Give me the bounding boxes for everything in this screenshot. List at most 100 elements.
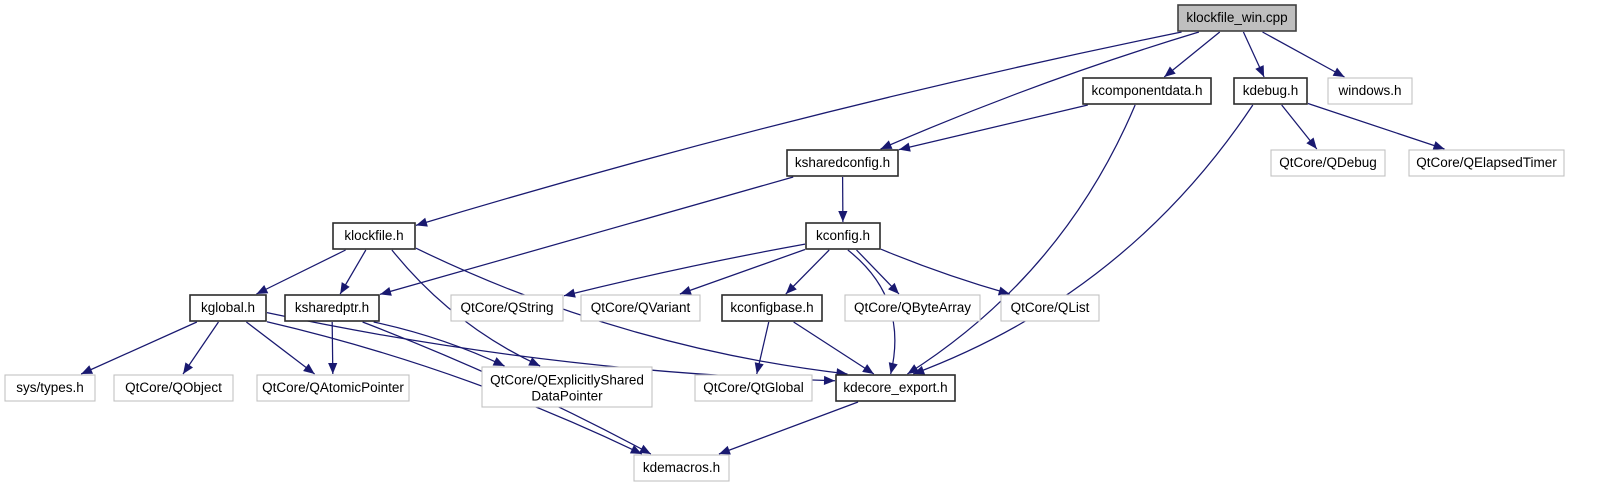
graph-node-qtcore_qesdp[interactable]: QtCore/QExplicitlySharedDataPointerQtCor… [481,366,653,408]
node-label: klockfile_win.cpp [1186,10,1287,25]
graph-node-ksharedconfig_h[interactable]: ksharedconfig.hksharedconfig.h [786,149,899,177]
node-label: QtCore/QObject [125,380,222,395]
node-box[interactable] [1408,149,1565,177]
edge-klockfile_win_cpp-to-kcomponentdata_h [1163,31,1221,78]
node-box[interactable] [1000,294,1100,322]
edge-kconfigbase_h-to-qtcore_qtglobal [754,321,770,375]
node-label: QtCore/QElapsedTimer [1416,155,1557,170]
edge-kconfig_h-to-kconfigbase_h [785,249,830,295]
node-box[interactable] [786,149,899,177]
node-label: DataPointer [531,389,603,404]
node-label: sys/types.h [16,380,84,395]
node-label: kconfig.h [816,228,870,243]
edge-kdecore_export_h-to-kdemacros_h [718,401,859,455]
edge-kconfig_h-to-qtcore_qbytearray [856,249,900,295]
node-label: QtCore/QDebug [1279,155,1377,170]
edge-klockfile_win_cpp-to-windows_h [1262,31,1345,78]
node-label: ksharedconfig.h [795,155,890,170]
edge-kconfig_h-to-qtcore_qvariant [679,248,806,295]
node-box[interactable] [1082,77,1212,105]
graph-node-qtcore_qlist[interactable]: QtCore/QListQtCore/QList [1000,294,1100,322]
node-box[interactable] [332,222,416,250]
edge-kglobal_h-to-qtcore_qobject [182,321,219,375]
edges-layer [80,31,1445,455]
node-box[interactable] [835,374,956,402]
graph-node-sys_types_h[interactable]: sys/types.hsys/types.h [4,374,96,402]
graph-node-kcomponentdata_h[interactable]: kcomponentdata.hkcomponentdata.h [1082,77,1212,105]
edge-kcomponentdata_h-to-ksharedconfig_h [898,104,1088,152]
node-box[interactable] [1270,149,1386,177]
edge-kconfigbase_h-to-kdecore_export_h [793,321,875,375]
edge-kcomponentdata_h-to-kdecore_export_h [907,104,1136,375]
edge-ksharedptr_h-to-qtcore_qatomic [328,321,338,375]
node-label: windows.h [1337,83,1401,98]
node-label: kglobal.h [201,300,255,315]
graph-node-qtcore_qtglobal[interactable]: QtCore/QtGlobalQtCore/QtGlobal [694,374,813,402]
node-label: kcomponentdata.h [1091,83,1202,98]
node-label: QtCore/QtGlobal [703,380,804,395]
node-box[interactable] [844,294,981,322]
edge-klockfile_h-to-ksharedptr_h [339,249,367,295]
node-label: QtCore/QString [460,300,553,315]
edge-ksharedconfig_h-to-kconfig_h [838,176,848,223]
node-box[interactable] [256,374,410,402]
node-box[interactable] [284,294,380,322]
node-box[interactable] [4,374,96,402]
edge-kdebug_h-to-kdecore_export_h [912,104,1254,375]
node-box[interactable] [450,294,564,322]
edge-klockfile_win_cpp-to-ksharedconfig_h [880,31,1200,150]
node-label: QtCore/QExplicitlyShared [490,373,644,388]
graph-node-kdecore_export_h[interactable]: kdecore_export.hkdecore_export.h [835,374,956,402]
node-label: kdemacros.h [643,460,720,475]
node-box[interactable] [113,374,234,402]
graph-node-qtcore_qvariant[interactable]: QtCore/QVariantQtCore/QVariant [580,294,701,322]
node-label: QtCore/QList [1011,300,1090,315]
graph-node-klockfile_win_cpp[interactable]: klockfile_win.cppklockfile_win.cpp [1177,4,1297,32]
edge-ksharedconfig_h-to-ksharedptr_h [379,176,794,296]
node-label: kconfigbase.h [730,300,813,315]
node-label: QtCore/QAtomicPointer [262,380,404,395]
edge-kconfig_h-to-qtcore_qlist [880,248,1010,296]
node-label: QtCore/QVariant [591,300,691,315]
edge-kdebug_h-to-qtcore_qelapsed [1307,102,1445,150]
edge-kglobal_h-to-sys_types_h [80,321,198,375]
node-label: kdebug.h [1243,83,1299,98]
node-box[interactable] [694,374,813,402]
edge-ksharedptr_h-to-qtcore_qesdp [373,321,505,367]
graph-node-kconfigbase_h[interactable]: kconfigbase.hkconfigbase.h [721,294,823,322]
edge-klockfile_win_cpp-to-klockfile_h [415,31,1182,227]
edge-klockfile_h-to-kglobal_h [256,249,346,295]
node-label: kdecore_export.h [843,380,947,395]
node-box[interactable] [580,294,701,322]
edge-kconfig_h-to-qtcore_qstring [563,243,806,298]
edge-klockfile_win_cpp-to-kdebug_h [1242,31,1265,78]
node-label: ksharedptr.h [295,300,369,315]
node-box[interactable] [1327,77,1413,105]
node-label: klockfile.h [344,228,403,243]
node-label: QtCore/QByteArray [854,300,971,315]
graph-node-qtcore_qatomic[interactable]: QtCore/QAtomicPointerQtCore/QAtomicPoint… [256,374,410,402]
node-box[interactable] [189,294,267,322]
node-box[interactable] [1233,77,1308,105]
edge-kdebug_h-to-qtcore_qdebug [1281,104,1318,150]
node-box[interactable] [805,222,881,250]
graph-node-qtcore_qelapsed[interactable]: QtCore/QElapsedTimerQtCore/QElapsedTimer [1408,149,1565,177]
edge-kglobal_h-to-qtcore_qatomic [246,321,316,375]
node-box[interactable] [721,294,823,322]
node-box[interactable] [1177,4,1297,32]
node-box[interactable] [633,454,730,482]
node-box[interactable] [481,366,653,408]
